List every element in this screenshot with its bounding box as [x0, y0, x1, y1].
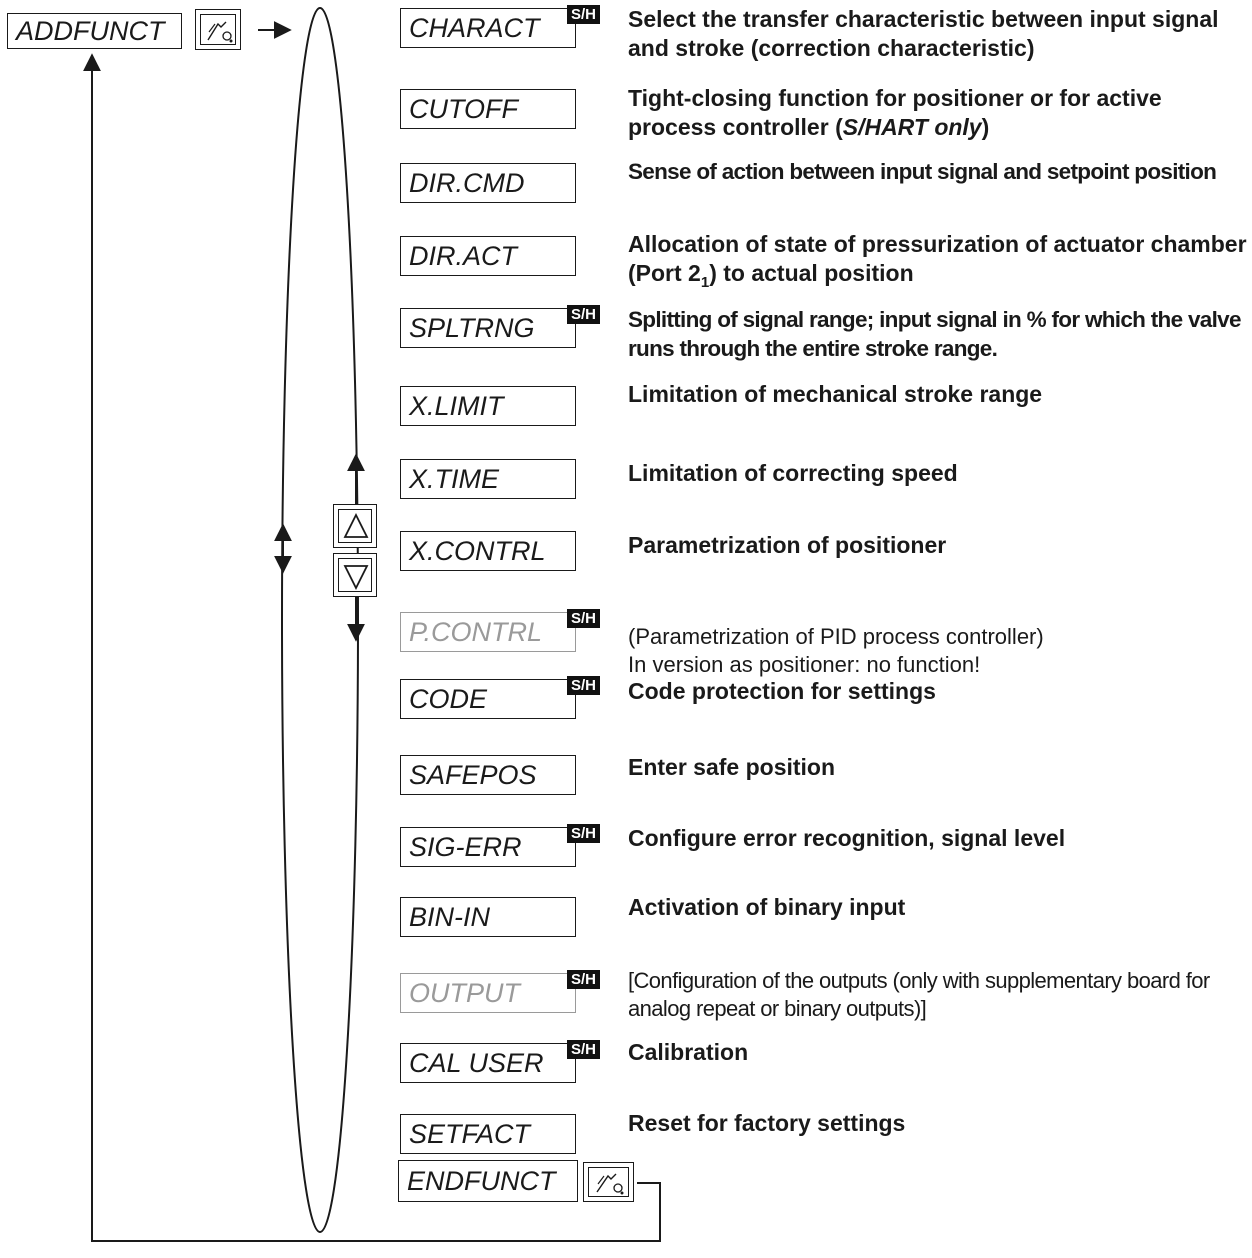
menu-item-dir-cmd[interactable]: DIR.CMD [400, 163, 576, 203]
menu-item-charact[interactable]: CHARACT [400, 8, 576, 48]
menu-item-label: X.LIMIT [409, 390, 504, 421]
menu-item-description: [Configuration of the outputs (only with… [628, 968, 1210, 1021]
menu-item-p-contrl[interactable]: P.CONTRL [400, 612, 576, 652]
menu-loop [281, 7, 359, 1233]
menu-item-label: SIG-ERR [409, 831, 522, 862]
return-line [83, 53, 661, 1242]
sh-badge: S/H [567, 824, 600, 843]
menu-item-x-contrl[interactable]: X.CONTRL [400, 531, 576, 571]
description-line: (Parametrization of PID process controll… [628, 624, 1044, 649]
menu-item-dir-act[interactable]: DIR.ACT [400, 236, 576, 276]
menu-item-description: Select the transfer characteristic betwe… [628, 6, 1219, 61]
endfunct-box[interactable]: ENDFUNCT [398, 1160, 578, 1202]
menu-item-description: Code protection for settings [628, 678, 936, 704]
menu-item-safepos[interactable]: SAFEPOS [400, 755, 576, 795]
menu-item-label: CHARACT [409, 12, 540, 43]
description-part: ) to actual position [709, 260, 914, 286]
menu-item-label: DIR.ACT [409, 240, 517, 271]
addfunct-label: ADDFUNCT [16, 15, 165, 46]
up-arrow-key-icon[interactable] [333, 504, 377, 548]
menu-item-label: SPLTRNG [409, 312, 535, 343]
hand-key-icon[interactable] [583, 1162, 634, 1202]
menu-item-label: SETFACT [409, 1118, 530, 1149]
menu-item-cal-user[interactable]: CAL USER [400, 1043, 576, 1083]
menu-item-x-time[interactable]: X.TIME [400, 459, 576, 499]
menu-item-label: BIN-IN [409, 901, 490, 932]
menu-item-label: X.TIME [409, 463, 500, 494]
menu-item-bin-in[interactable]: BIN-IN [400, 897, 576, 937]
menu-item-description: Sense of action between input signal and… [628, 159, 1217, 184]
sh-badge: S/H [567, 305, 600, 324]
menu-item-label: OUTPUT [409, 977, 520, 1008]
menu-item-description: Limitation of mechanical stroke range [628, 381, 1043, 407]
menu-item-label: DIR.CMD [409, 167, 525, 198]
description-part: ) [981, 114, 990, 140]
menu-item-label: P.CONTRL [409, 616, 543, 647]
menu-item-label: X.CONTRL [409, 535, 546, 566]
sh-badge: S/H [567, 970, 600, 989]
menu-item-label: CUTOFF [409, 93, 518, 124]
menu-item-description: Enter safe position [628, 754, 836, 780]
menu-item-description: Calibration [628, 1039, 749, 1065]
sh-badge: S/H [567, 676, 600, 695]
description-part: Tight-closing function for positioner or… [628, 85, 1162, 140]
endfunct-label: ENDFUNCT [407, 1165, 556, 1196]
menu-item-spltrng[interactable]: SPLTRNG [400, 308, 576, 348]
menu-item-label: CAL USER [409, 1047, 544, 1078]
hand-key-icon[interactable] [195, 9, 241, 50]
menu-item-cutoff[interactable]: CUTOFF [400, 89, 576, 129]
menu-item-description: Reset for factory settings [628, 1110, 906, 1136]
sh-badge: S/H [567, 609, 600, 628]
menu-item-description: Parametrization of positioner [628, 532, 947, 558]
description-part: Allocation of state of pressurization of… [628, 231, 1247, 286]
end-connector [637, 1182, 661, 1213]
addfunct-box[interactable]: ADDFUNCT [7, 13, 182, 49]
menu-item-code[interactable]: CODE [400, 679, 576, 719]
description-part: S/HART only [842, 114, 982, 140]
menu-item-output[interactable]: OUTPUT [400, 973, 576, 1013]
description-part: 1 [700, 274, 710, 291]
menu-item-description: Activation of binary input [628, 894, 906, 920]
description-line: In version as positioner: no function! [628, 652, 981, 677]
down-arrow-key-icon[interactable] [333, 553, 377, 597]
menu-item-description: (Parametrization of PID process controll… [628, 623, 1248, 679]
menu-item-label: CODE [409, 683, 488, 714]
menu-item-description: Limitation of correcting speed [628, 460, 958, 486]
menu-item-description: Splitting of signal range; input signal … [628, 307, 1241, 361]
menu-item-setfact[interactable]: SETFACT [400, 1114, 576, 1154]
menu-item-description: Configure error recognition, signal leve… [628, 825, 1066, 851]
menu-item-sig-err[interactable]: SIG-ERR [400, 827, 576, 867]
sh-badge: S/H [567, 1040, 600, 1059]
menu-item-x-limit[interactable]: X.LIMIT [400, 386, 576, 426]
menu-item-label: SAFEPOS [409, 759, 537, 790]
sh-badge: S/H [567, 5, 600, 24]
menu-item-description: Allocation of state of pressurization of… [628, 230, 1248, 297]
menu-item-description: Tight-closing function for positioner or… [628, 84, 1248, 142]
